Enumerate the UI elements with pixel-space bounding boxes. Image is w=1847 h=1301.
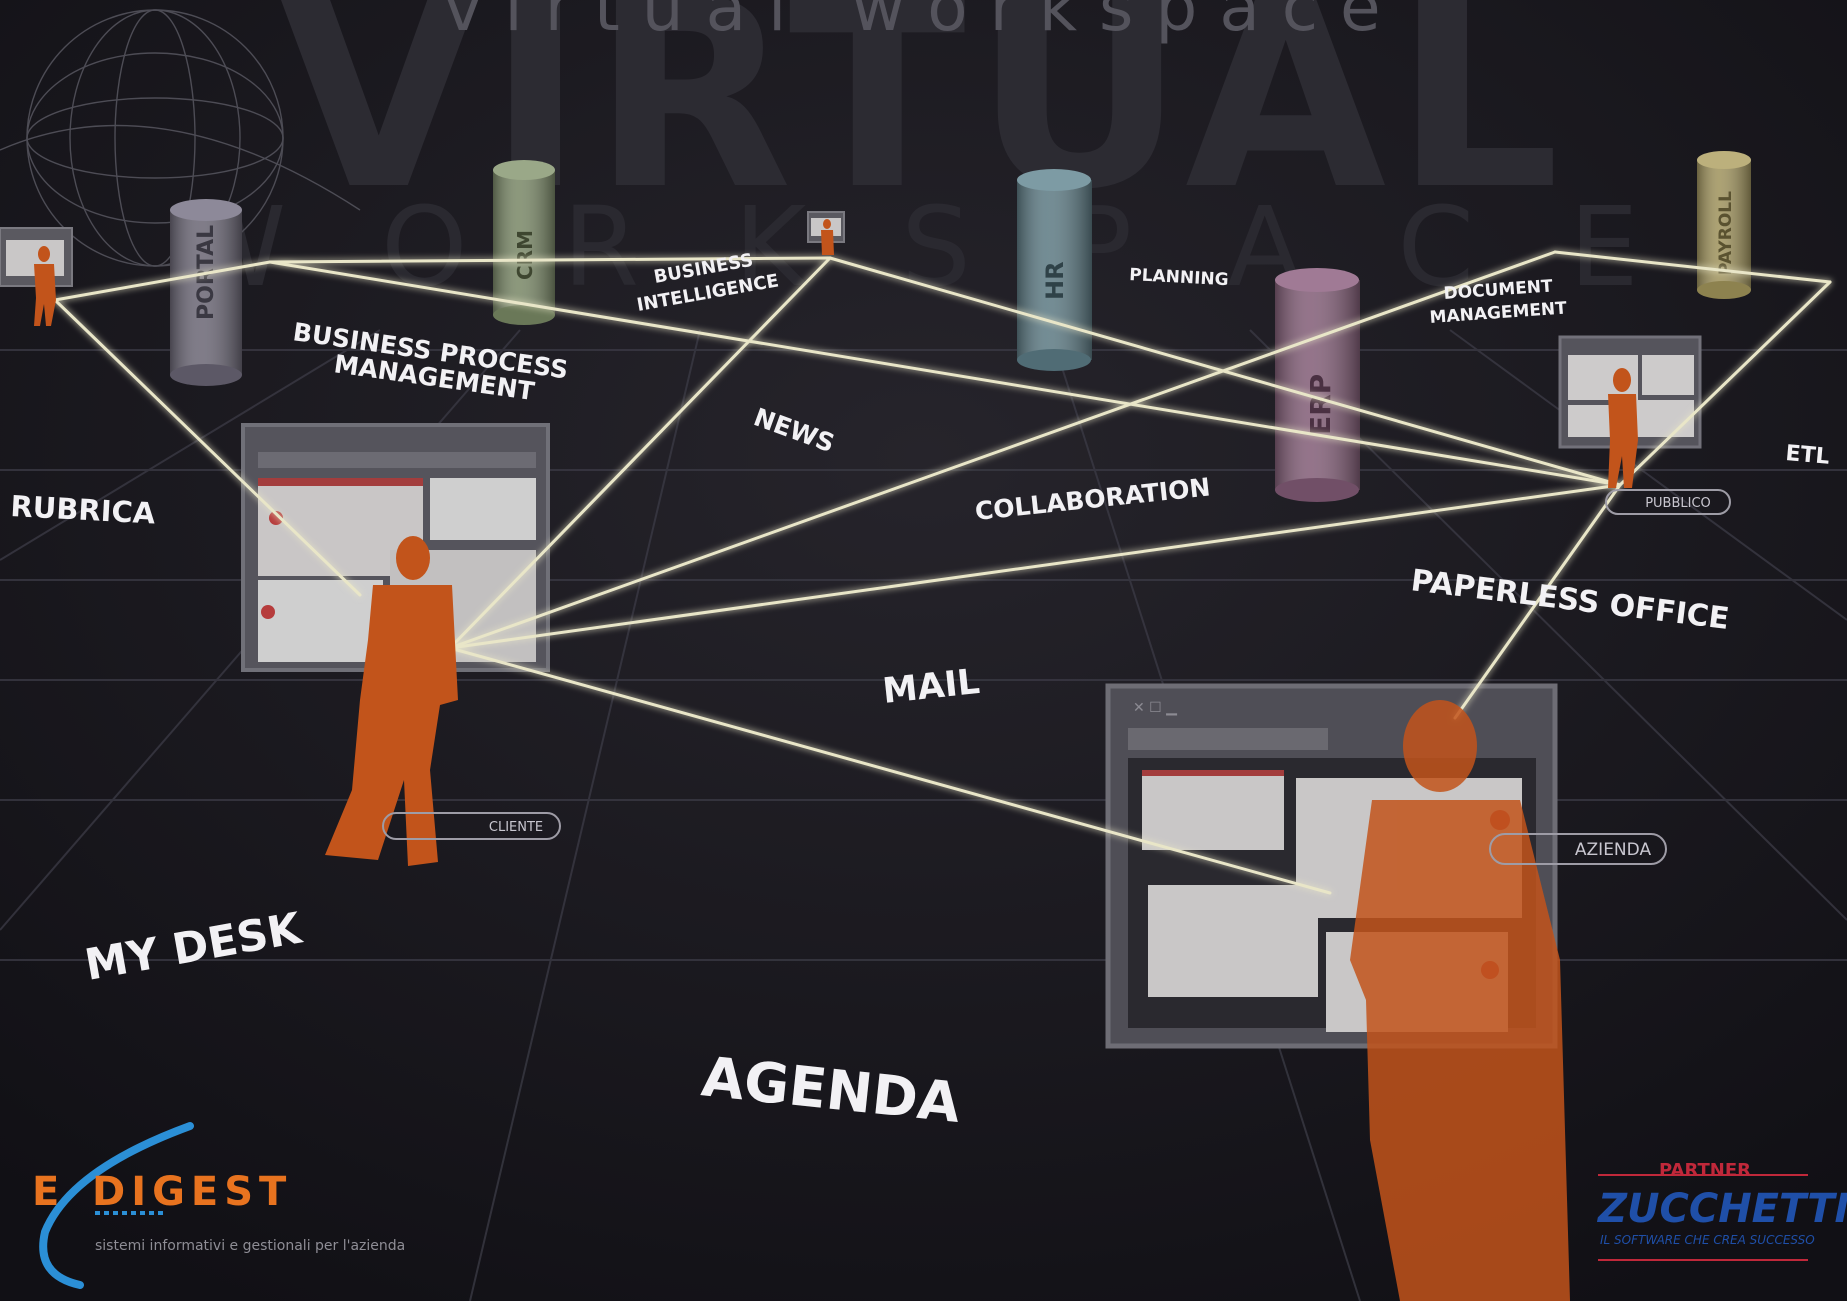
window-controls: ✕ ☐ ▁ [1133, 700, 1177, 716]
portal-cylinder: PORTAL [170, 199, 242, 386]
zucchetti-logo: PARTNER ZUCCHETTI IL SOFTWARE CHE CREA S… [1596, 1160, 1847, 1261]
hr-cylinder: HR [1017, 169, 1092, 371]
person-my-desk [325, 536, 458, 866]
erp-cylinder: ERP [1275, 268, 1360, 502]
payroll-cylinder: PAYROLL [1697, 151, 1751, 299]
label-etl: ETL [1784, 441, 1830, 470]
svg-text:CLIENTE: CLIENTE [489, 820, 543, 835]
person-azienda [1350, 700, 1570, 1301]
azienda-tag: AZIENDA [1489, 833, 1667, 865]
person-top-center [821, 219, 834, 255]
svg-text:PUBBLICO: PUBBLICO [1645, 496, 1711, 511]
page-title: virtual workspace [443, 0, 1402, 46]
zucchetti-partner: PARTNER [1659, 1160, 1751, 1181]
edigest-word: DIGEST [92, 1169, 292, 1215]
label-rubrica: RUBRICA [10, 489, 157, 531]
erp-label: ERP [1304, 374, 1337, 435]
watermark-virtual: VIRTUAL [278, 0, 1568, 247]
zucchetti-tagline: IL SOFTWARE CHE CREA SUCCESSO [1600, 1233, 1815, 1247]
crm-cylinder: CRM [493, 160, 555, 325]
globe-icon [0, 9, 361, 267]
edigest-e: E [32, 1169, 59, 1215]
connection-lines [53, 250, 1832, 895]
hr-label: HR [1041, 261, 1069, 300]
zucchetti-name: ZUCCHETTI [1596, 1186, 1847, 1232]
person-far-left [34, 246, 56, 326]
edigest-logo: E DIGEST sistemi informativi e gestional… [32, 1122, 405, 1289]
cliente-tag: CLIENTE [382, 812, 561, 840]
svg-text:AZIENDA: AZIENDA [1575, 840, 1652, 860]
pubblico-tag: PUBBLICO [1605, 489, 1731, 515]
payroll-label: PAYROLL [1716, 191, 1736, 275]
watermark-workspace: W O R K S P A C E [177, 183, 1668, 311]
person-pubblico [1608, 368, 1638, 488]
crm-label: CRM [513, 230, 537, 280]
edigest-tagline: sistemi informativi e gestionali per l'a… [95, 1238, 405, 1254]
cylinders-layer: PORTAL CRM HR ERP PAYROL [170, 151, 1751, 502]
